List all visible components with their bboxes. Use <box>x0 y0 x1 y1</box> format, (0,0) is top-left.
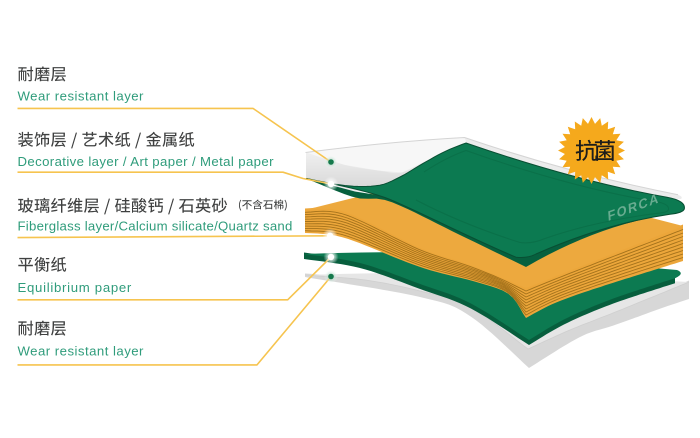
svg-text:Decorative layer / Art paper /: Decorative layer / Art paper / Metal pap… <box>18 154 275 169</box>
svg-text:Wear resistant layer: Wear resistant layer <box>18 89 145 104</box>
svg-text:Equilibrium paper: Equilibrium paper <box>18 280 133 295</box>
svg-text:Fiberglass layer/Calcium silic: Fiberglass layer/Calcium silicate/Quartz… <box>18 218 293 233</box>
svg-text:Wear resistant layer: Wear resistant layer <box>18 344 145 359</box>
